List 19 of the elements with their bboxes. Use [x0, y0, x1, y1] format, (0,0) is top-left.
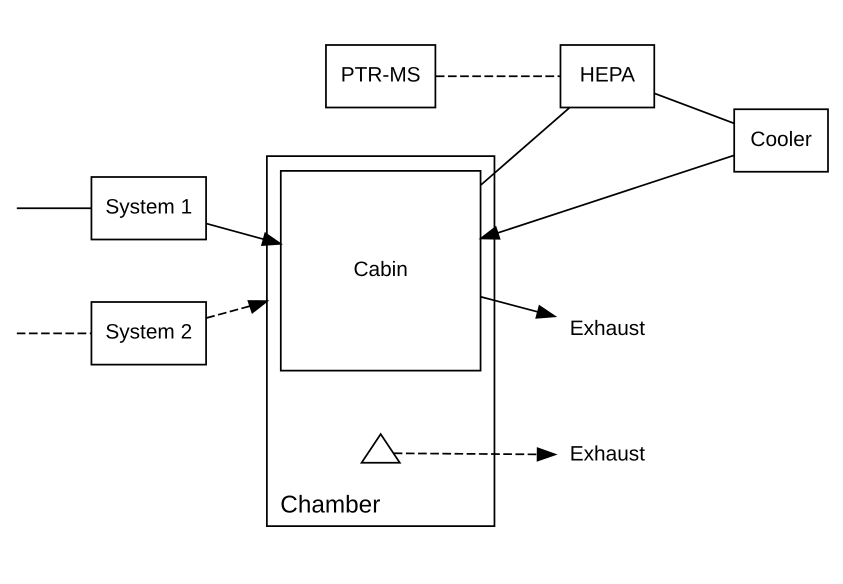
node-box: Cooler [733, 108, 829, 172]
arrow [206, 300, 270, 318]
arrow [394, 446, 558, 462]
connector [16, 332, 91, 334]
node-box: System 2 [90, 300, 207, 365]
node-box: System 1 [90, 176, 207, 240]
node-box: Cabin [280, 170, 482, 372]
node-box: HEPA [560, 44, 656, 108]
connector [16, 206, 91, 209]
connector [480, 106, 570, 186]
node-text: Exhaust [570, 316, 646, 340]
node-text: Exhaust [570, 442, 646, 465]
connector [436, 74, 560, 77]
arrow [478, 154, 734, 240]
connector [654, 92, 734, 124]
node-triangle [360, 432, 402, 464]
arrow [480, 296, 558, 318]
node-box: PTR-MS [325, 44, 436, 108]
arrow [206, 222, 283, 246]
